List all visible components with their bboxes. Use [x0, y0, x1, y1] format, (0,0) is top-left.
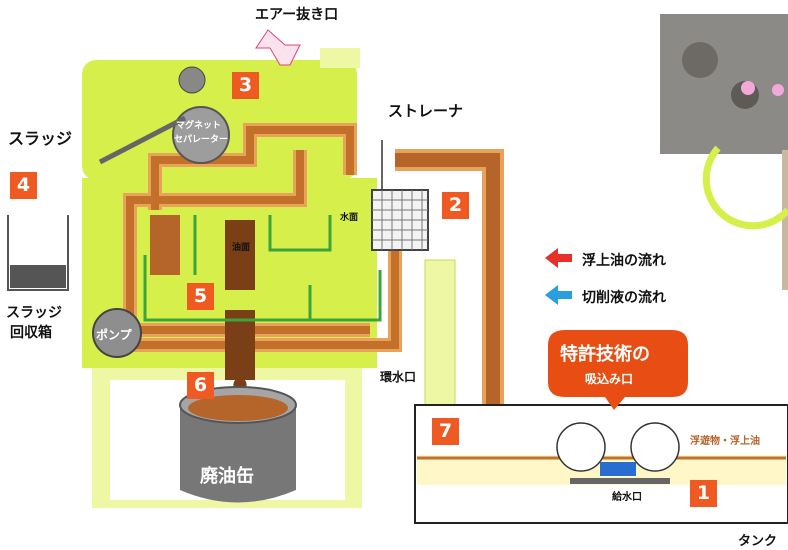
- coolant-flow-legend-arrow: [545, 285, 572, 305]
- sludge-label: スラッジ: [8, 129, 73, 148]
- oil-surface-label: 油面: [232, 243, 251, 253]
- badge-7: 7: [432, 418, 459, 445]
- sludge-box-label-2: 回収箱: [10, 325, 52, 341]
- sludge-box: [7, 215, 69, 291]
- drain-pipe: [225, 310, 255, 380]
- photo-inset: [660, 14, 788, 290]
- tank-label: タンク: [738, 534, 778, 549]
- badge-6: 6: [187, 372, 214, 399]
- strainer-label: ストレーナ: [388, 102, 464, 120]
- suction-head: [556, 422, 680, 484]
- pump-body: [92, 308, 142, 358]
- pump-label: ポンプ: [96, 328, 132, 342]
- return-port-label: 環水口: [380, 370, 417, 384]
- water-surface-label: 水面: [340, 213, 359, 223]
- badge-1: 1: [690, 480, 717, 507]
- patent-callout: [548, 330, 688, 410]
- baffles: [143, 215, 382, 322]
- patent-label-2: 吸込み口: [585, 372, 634, 386]
- badge-5: 5: [187, 283, 214, 310]
- supply-port-label: 給水口: [612, 492, 642, 503]
- air-vent-label: エアー抜き口: [255, 7, 339, 23]
- oil-chamber: [150, 215, 180, 275]
- magnet-drum: [172, 106, 230, 164]
- magnet-label-1: マグネット: [176, 121, 222, 131]
- badge-2: 2: [442, 192, 469, 219]
- sludge-box-label-1: スラッジ: [6, 305, 62, 321]
- badge-3: 3: [232, 72, 259, 99]
- patent-label-1: 特許技術の: [560, 344, 650, 365]
- oil-flow-legend-label: 浮上油の流れ: [582, 253, 666, 269]
- waste-oil-can-label: 廃油缶: [200, 466, 254, 487]
- floating-matter-label: 浮遊物・浮上油: [690, 436, 760, 447]
- magnet-label-2: セパレーター: [174, 135, 229, 145]
- air-vent-arrow: [255, 29, 301, 66]
- badge-4: 4: [10, 172, 37, 199]
- waste-oil-can-graphic: [179, 386, 297, 503]
- oil-flow-legend-arrow: [545, 248, 572, 268]
- coolant-flow-legend-label: 切削液の流れ: [582, 290, 666, 306]
